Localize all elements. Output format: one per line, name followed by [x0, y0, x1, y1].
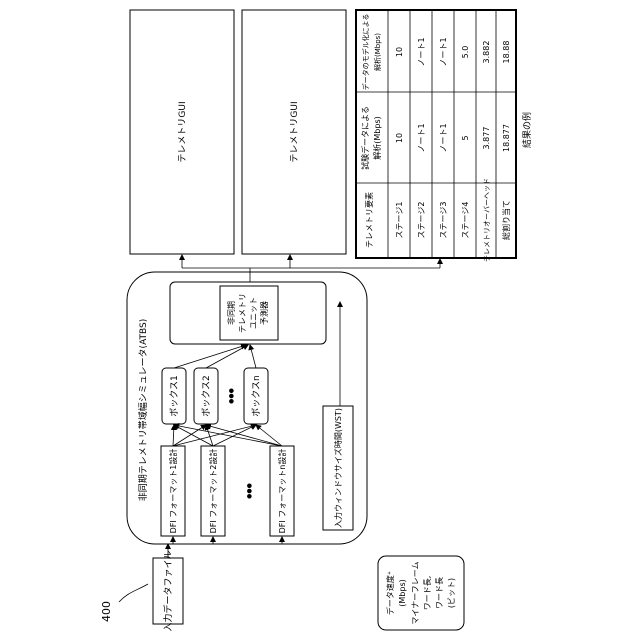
test-value-3: ノート1	[439, 123, 448, 152]
dfi-ellipsis: ●●●	[246, 483, 253, 499]
model-value-5: 3.882	[482, 41, 491, 64]
row-label-6: 総割り当て	[501, 200, 511, 240]
results-caption: 結果の例	[521, 112, 533, 148]
predictor-line-4: 予測器	[259, 301, 269, 325]
model-value-3: ノート1	[439, 37, 448, 66]
box-n-label: ボックスn	[251, 375, 262, 416]
params-line-5: ワード長	[435, 577, 444, 609]
test-value-6: 18.877	[502, 124, 511, 152]
box-1-label: ボックス1	[169, 375, 180, 416]
box-2-label: ボックス2	[201, 375, 212, 416]
row-label-4: ステージ4	[461, 202, 470, 239]
params-line-3: マイナーフレーム	[411, 561, 420, 624]
wst-label: 入力ウィンドウサイズ時間(WST)	[333, 408, 343, 528]
predictor-line-3: ユニット	[249, 297, 258, 329]
row-label-5: テレメトリオーバーヘッド	[483, 178, 491, 262]
params-line-6: (ビット)	[447, 578, 456, 608]
model-value-4: 5.0	[461, 46, 470, 59]
row-label-2: ステージ2	[417, 202, 426, 239]
telemetry-gui-1-label: テレメトリGUI	[177, 101, 188, 162]
dfi-design-n-label: DFI フォーマットn設計	[277, 449, 287, 534]
predictor-line-2: テレメトリ	[238, 293, 247, 333]
col-header-model-line1: データのモデル化による	[361, 14, 370, 91]
figure-ref: 400	[100, 601, 113, 622]
test-value-5: 3.877	[482, 127, 491, 150]
input-data-file-label: 入力データファイル	[162, 550, 174, 631]
col-header-model-line2: 解析(Mbps)	[373, 33, 382, 71]
params-line-2: (Mbps)	[398, 579, 407, 606]
predictor-line-1: 非同期	[226, 301, 236, 325]
params-line-1: データ速度⁺	[385, 571, 395, 615]
row-label-3: ステージ3	[439, 202, 448, 239]
col-header-test-line1: 試験データによる	[360, 106, 370, 170]
test-value-2: ノート1	[417, 123, 426, 152]
figure-ref-leader	[119, 584, 148, 602]
test-value-1: 10	[395, 133, 404, 143]
model-value-6: 18.88	[502, 41, 511, 64]
simulator-title: 非同期テレメトリ帯域幅シミュレータ(ATBS)	[137, 319, 149, 502]
dfi-design-1-label: DFI フォーマット1設計	[168, 449, 178, 534]
col-header-element: テレメトリ要素	[364, 192, 374, 248]
col-header-test-line2: 解析(Mbps)	[372, 116, 382, 159]
test-value-4: 5	[461, 135, 470, 140]
model-value-1: 10	[395, 47, 404, 57]
dfi-design-2-label: DFI フォーマット2設計	[208, 449, 218, 534]
row-label-1: ステージ1	[395, 202, 404, 239]
params-line-4: ワード長,	[423, 576, 432, 611]
box-ellipsis: ●●●	[228, 388, 235, 404]
telemetry-gui-2-label: テレメトリGUI	[289, 101, 300, 162]
model-value-2: ノート1	[417, 37, 426, 66]
